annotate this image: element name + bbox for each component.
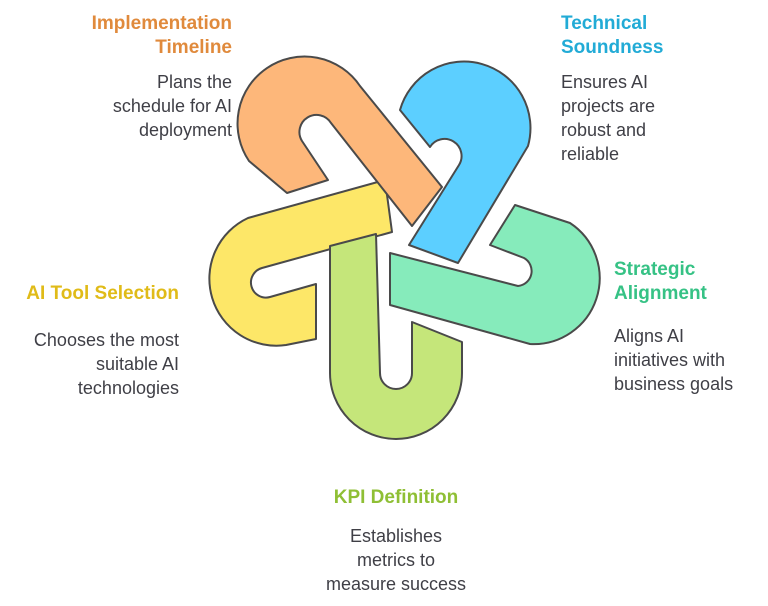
- loop-strategic-alignment: [389, 204, 601, 346]
- node-description: Aligns AI initiatives with business goal…: [614, 326, 734, 394]
- node-description: Ensures AI projects are robust and relia…: [561, 72, 656, 164]
- node-title: Technical Soundness: [561, 13, 664, 58]
- node-title: Implementation Timeline: [91, 13, 232, 58]
- node-title: AI Tool Selection: [26, 283, 179, 304]
- node-technical-soundness: Technical Soundness Ensures AI projects …: [561, 12, 741, 166]
- loop-tool-selection: [208, 179, 393, 347]
- node-title: Strategic Alignment: [614, 259, 707, 304]
- loop-implementation-timeline: [236, 55, 443, 227]
- node-description: Establishes metrics to measure success: [325, 526, 467, 594]
- node-strategic-alignment: Strategic Alignment Aligns AI initiative…: [614, 258, 764, 396]
- node-kpi-definition: KPI Definition Establishes metrics to me…: [296, 486, 496, 596]
- loop-technical-soundness: [399, 60, 532, 264]
- node-title: KPI Definition: [333, 487, 459, 508]
- node-description: Chooses the most suitable AI technologie…: [33, 330, 179, 398]
- node-description: Plans the schedule for AI deployment: [112, 72, 232, 140]
- node-ai-tool-selection: AI Tool Selection Chooses the most suita…: [8, 282, 179, 400]
- node-implementation-timeline: Implementation Timeline Plans the schedu…: [40, 12, 232, 142]
- loop-kpi-definition: [329, 233, 463, 440]
